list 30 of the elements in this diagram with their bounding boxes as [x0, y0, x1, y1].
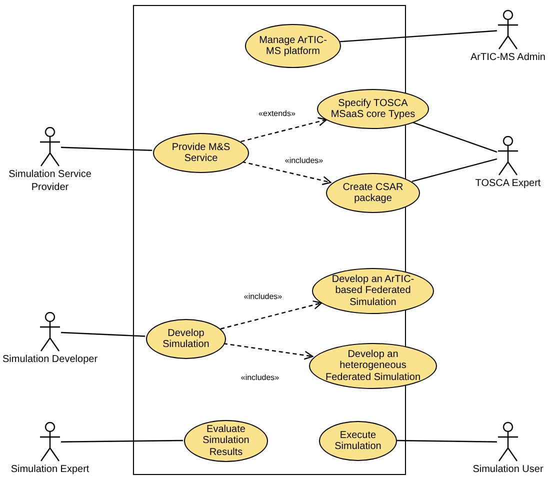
dependency-arrow: [240, 117, 328, 142]
dependency-arrow: [220, 300, 322, 330]
actor-name: Simulation Developer: [2, 354, 98, 366]
actor-name: Simulation User: [472, 464, 544, 476]
edge-label: «includes»: [242, 293, 284, 301]
edge-label: «includes»: [284, 157, 324, 165]
use-case-ellipse: Evaluate Simulation Results: [184, 420, 268, 462]
association-line: [412, 158, 498, 182]
use-case-ellipse: Create CSAR package: [326, 173, 420, 213]
actor-name: Simulation Service Provider: [8, 169, 92, 194]
association-line: [412, 122, 498, 153]
actor-name: ArTIC-MS Admin: [470, 52, 546, 64]
association-line: [339, 30, 498, 42]
actor-name: TOSCA Expert: [475, 178, 541, 190]
association-line: [61, 440, 184, 442]
use-case-ellipse: Execute Simulation: [319, 421, 397, 461]
association-line: [60, 332, 146, 337]
use-case-ellipse: Manage ArTIC-MS platform: [245, 24, 341, 68]
use-case-ellipse: Develop an heterogeneous Federated Simulation: [309, 343, 437, 389]
edge-label: «includes»: [240, 374, 280, 382]
dependency-arrow: [223, 342, 314, 360]
use-case-ellipse: Provide M&S Service: [153, 133, 249, 173]
use-case-ellipse: Specify TOSCA MSaaS core Types: [317, 89, 429, 129]
use-case-ellipse: Develop an ArTIC-based Federated Simulation: [312, 268, 434, 314]
actor-name: Simulation Expert: [10, 464, 90, 476]
dependency-arrow: [242, 161, 332, 186]
edge-label: «extends»: [258, 110, 296, 118]
use-case-ellipse: Develop Simulation: [146, 319, 226, 359]
association-line: [60, 146, 152, 151]
association-line: [396, 440, 497, 442]
